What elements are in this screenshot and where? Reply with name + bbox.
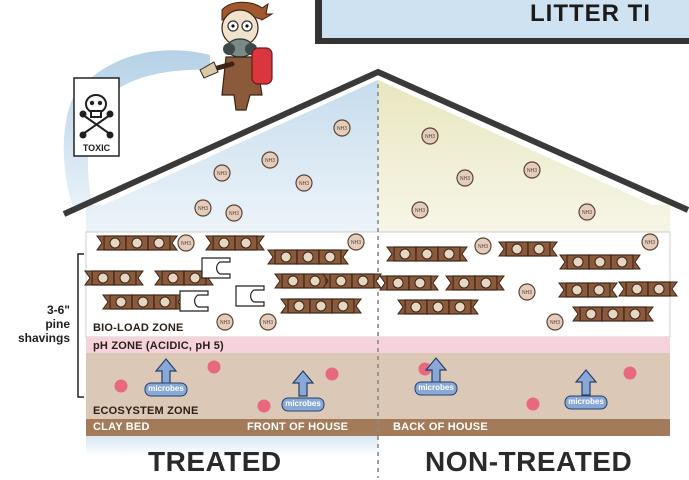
non-treated-label: NON-TREATED xyxy=(425,446,632,478)
ammonia-bubble: NH3 xyxy=(579,204,595,220)
pink-dot xyxy=(258,400,271,413)
ecosystem-zone-label: ECOSYSTEM ZONE xyxy=(93,405,198,417)
svg-text:NH3: NH3 xyxy=(351,240,361,246)
litter-dropping xyxy=(398,300,478,314)
bedding-type: shavings xyxy=(8,331,70,345)
bedding-bracket xyxy=(78,254,84,397)
pink-dot xyxy=(326,368,339,381)
litter-dropping xyxy=(499,242,557,256)
ammonia-bubble: NH3 xyxy=(214,165,230,181)
litter-dropping xyxy=(268,250,348,264)
treated-label: TREATED xyxy=(148,446,282,478)
microbes-label: microbes xyxy=(282,399,324,408)
ammonia-bubble: NH3 xyxy=(260,314,276,330)
ammonia-bubble: NH3 xyxy=(334,120,350,136)
pink-dot xyxy=(115,380,128,393)
svg-text:NH3: NH3 xyxy=(522,290,532,296)
svg-text:NH3: NH3 xyxy=(217,171,227,177)
svg-text:NH3: NH3 xyxy=(550,320,560,326)
svg-text:NH3: NH3 xyxy=(415,208,425,214)
litter-dropping xyxy=(85,271,143,285)
svg-text:NH3: NH3 xyxy=(478,244,488,250)
svg-text:NH3: NH3 xyxy=(337,126,347,132)
litter-dropping xyxy=(97,236,177,250)
pink-dot xyxy=(527,398,540,411)
pink-dot xyxy=(624,367,637,380)
ammonia-bubble: NH3 xyxy=(178,235,194,251)
litter-dropping xyxy=(619,282,677,296)
ammonia-bubble: NH3 xyxy=(412,202,428,218)
back-of-house-label: BACK OF HOUSE xyxy=(393,421,488,433)
pink-dot xyxy=(208,361,221,374)
svg-text:NH3: NH3 xyxy=(460,176,470,182)
litter-dropping xyxy=(206,236,264,250)
ammonia-bubble: NH3 xyxy=(296,175,312,191)
ammonia-bubble: NH3 xyxy=(348,234,364,250)
ammonia-bubble: NH3 xyxy=(642,234,658,250)
litter-dropping xyxy=(559,283,617,297)
ph-zone-label: pH ZONE (ACIDIC, pH 5) xyxy=(93,340,224,352)
sprayer-person-icon xyxy=(200,2,272,110)
clay-bed-label: CLAY BED xyxy=(93,421,150,433)
front-of-house-label: FRONT OF HOUSE xyxy=(247,421,348,433)
litter-dropping xyxy=(103,295,183,309)
microbes-label: microbes xyxy=(565,397,607,406)
litter-dropping xyxy=(380,276,438,290)
svg-text:NH3: NH3 xyxy=(299,181,309,187)
svg-text:NH3: NH3 xyxy=(220,320,230,326)
ammonia-bubble: NH3 xyxy=(422,128,438,144)
svg-text:NH3: NH3 xyxy=(263,320,273,326)
svg-text:NH3: NH3 xyxy=(181,241,191,247)
litter-dropping xyxy=(573,307,653,321)
svg-text:NH3: NH3 xyxy=(527,168,537,174)
ammonia-bubble: NH3 xyxy=(524,162,540,178)
ammonia-bubble: NH3 xyxy=(262,152,278,168)
litter-dropping xyxy=(560,255,640,269)
ammonia-bubble: NH3 xyxy=(226,205,242,221)
litter-dropping xyxy=(281,299,361,313)
bedding-depth-label: 3-6" pine shavings xyxy=(8,303,70,345)
litter-dropping xyxy=(387,247,467,261)
ammonia-bubble: NH3 xyxy=(519,284,535,300)
litter-dropping xyxy=(323,274,381,288)
svg-text:NH3: NH3 xyxy=(582,210,592,216)
ammonia-bubble: NH3 xyxy=(457,170,473,186)
microbes-label: microbes xyxy=(145,384,187,393)
banner-title: LITTER TI xyxy=(530,0,651,28)
bedding-material: pine xyxy=(8,317,70,331)
svg-text:NH3: NH3 xyxy=(198,206,208,212)
ammonia-bubble: NH3 xyxy=(547,314,563,330)
ammonia-bubble: NH3 xyxy=(217,314,233,330)
svg-text:NH3: NH3 xyxy=(265,158,275,164)
microbes-label: microbes xyxy=(415,383,457,392)
svg-text:NH3: NH3 xyxy=(425,134,435,140)
litter-dropping xyxy=(446,276,504,290)
ammonia-bubble: NH3 xyxy=(475,238,491,254)
bedding-depth: 3-6" xyxy=(8,303,70,317)
toxic-label: TOXIC xyxy=(74,143,119,153)
ammonia-bubble: NH3 xyxy=(195,200,211,216)
svg-text:NH3: NH3 xyxy=(229,211,239,217)
svg-text:NH3: NH3 xyxy=(645,240,655,246)
bio-load-zone-label: BIO-LOAD ZONE xyxy=(93,322,184,334)
